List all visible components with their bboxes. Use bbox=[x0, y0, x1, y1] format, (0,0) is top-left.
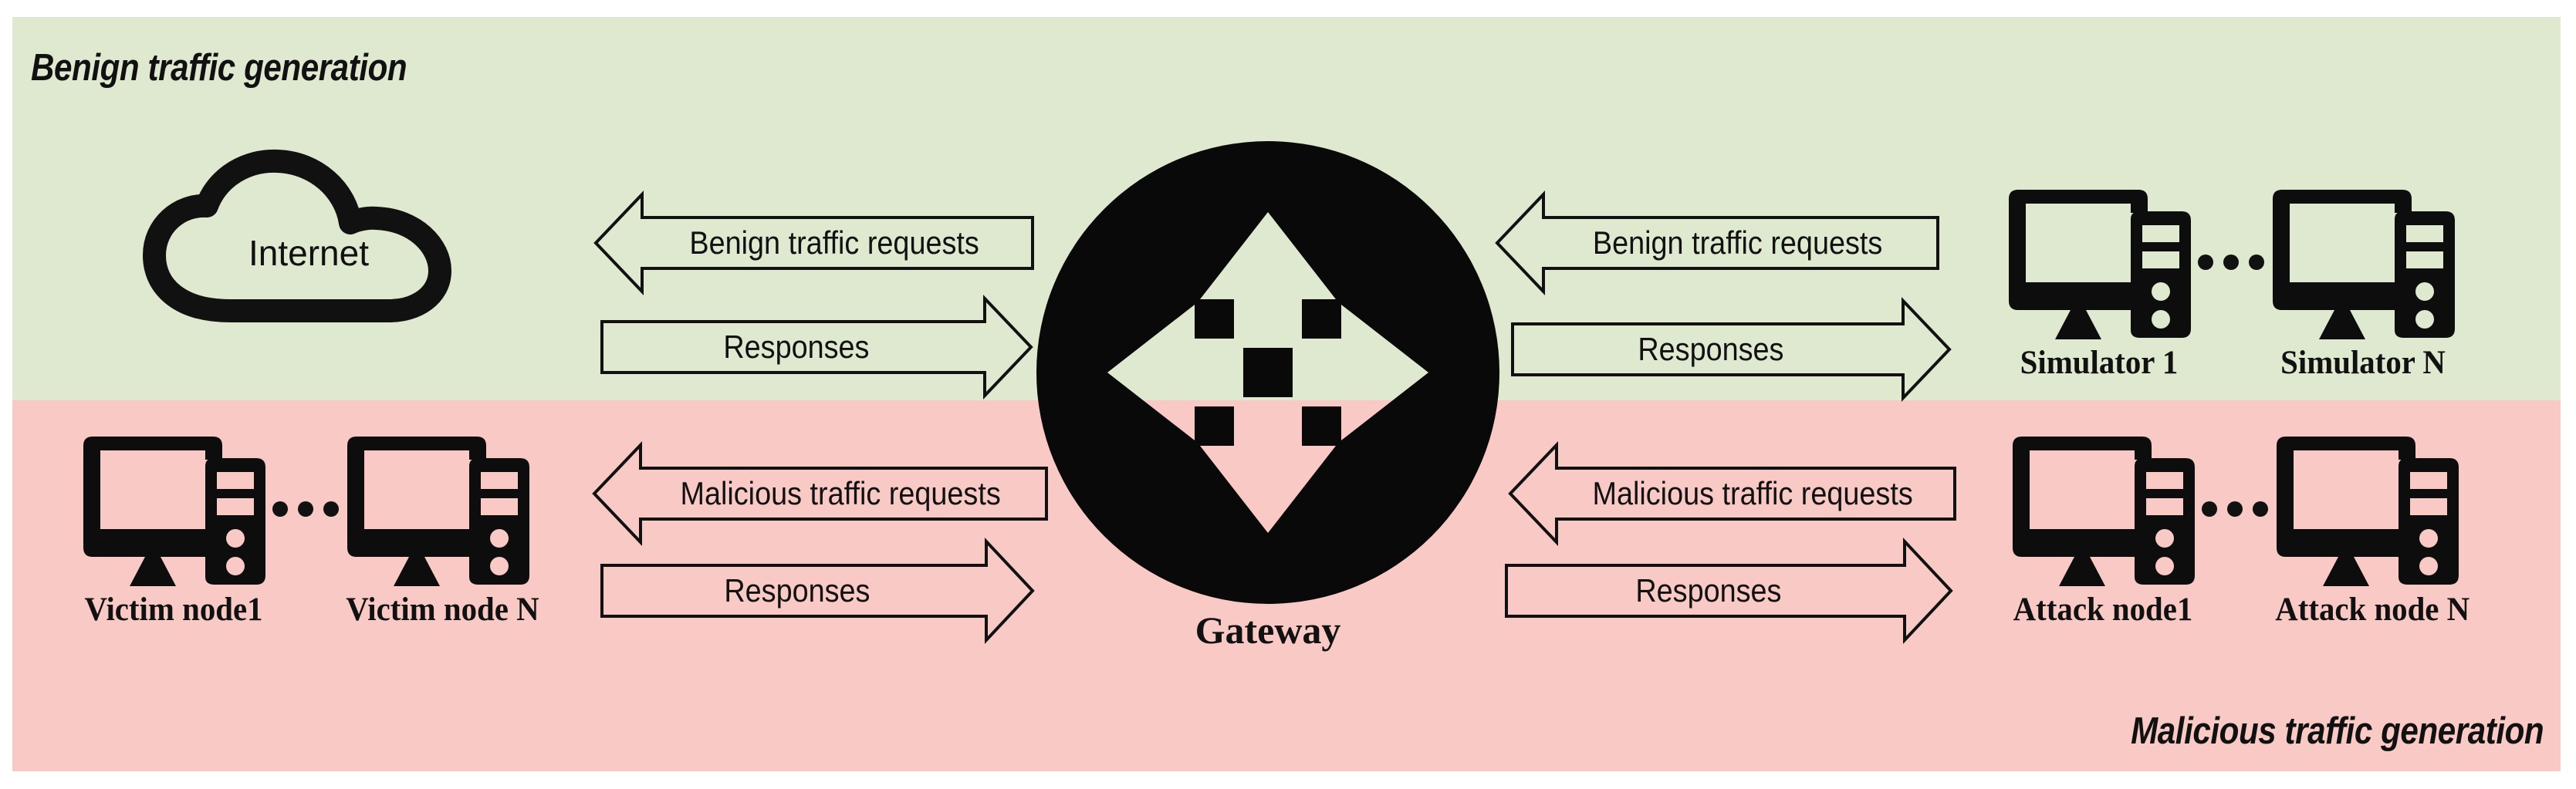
arrow-malicious-responses-left: Responses bbox=[600, 537, 1035, 645]
list-item-label: Victim node N bbox=[346, 592, 539, 628]
ellipsis-icon bbox=[270, 432, 341, 586]
arrow-malicious-traffic-requests-left: Malicious traffic requests bbox=[592, 441, 1048, 546]
gateway-node: Gateway bbox=[1036, 141, 1523, 652]
list-item-label: Simulator 1 bbox=[2020, 345, 2179, 381]
ellipsis-icon bbox=[2196, 185, 2267, 339]
arrow-benign-traffic-requests-left: Benign traffic requests bbox=[593, 191, 1034, 295]
arrow-malicious-responses-right: Responses bbox=[1505, 537, 1953, 645]
attack-node-cluster: Attack node1 Attack node N bbox=[2006, 432, 2470, 629]
desktop-computer-icon bbox=[2013, 437, 2195, 586]
list-item: Simulator 1 bbox=[2003, 185, 2196, 382]
gateway-label: Gateway bbox=[1195, 609, 1341, 652]
list-item: Simulator N bbox=[2267, 185, 2459, 382]
desktop-computer-icon bbox=[2277, 437, 2459, 586]
list-item: Attack node N bbox=[2270, 432, 2470, 629]
arrow-benign-responses-right: Responses bbox=[1511, 297, 1952, 402]
benign-section-title: Benign traffic generation bbox=[31, 47, 407, 89]
internet-cloud: Internet bbox=[131, 143, 486, 335]
arrow-benign-traffic-requests-right: Benign traffic requests bbox=[1495, 191, 1939, 295]
list-item: Attack node1 bbox=[2006, 432, 2199, 629]
malicious-section-title: Malicious traffic generation bbox=[2130, 710, 2544, 752]
list-item-label: Attack node N bbox=[2275, 592, 2470, 628]
list-item: Victim node1 bbox=[77, 432, 270, 629]
list-item-label: Attack node1 bbox=[2013, 592, 2193, 628]
desktop-computer-icon bbox=[2009, 190, 2191, 339]
list-item: Victim node N bbox=[341, 432, 539, 629]
ellipsis-icon bbox=[2199, 432, 2270, 586]
arrow-benign-responses-left: Responses bbox=[600, 295, 1033, 400]
arrow-malicious-traffic-requests-right: Malicious traffic requests bbox=[1508, 441, 1956, 546]
list-item-label: Simulator N bbox=[2280, 345, 2446, 381]
gateway-four-arrows-icon bbox=[1036, 141, 1499, 604]
desktop-computer-icon bbox=[2273, 190, 2455, 339]
victim-node-cluster: Victim node1 Victim node N bbox=[77, 432, 539, 629]
cloud-icon bbox=[143, 149, 451, 322]
list-item-label: Victim node1 bbox=[84, 592, 263, 628]
simulator-cluster: Simulator 1 Simulator N bbox=[2003, 185, 2459, 382]
desktop-computer-icon bbox=[83, 437, 265, 586]
desktop-computer-icon bbox=[347, 437, 529, 586]
